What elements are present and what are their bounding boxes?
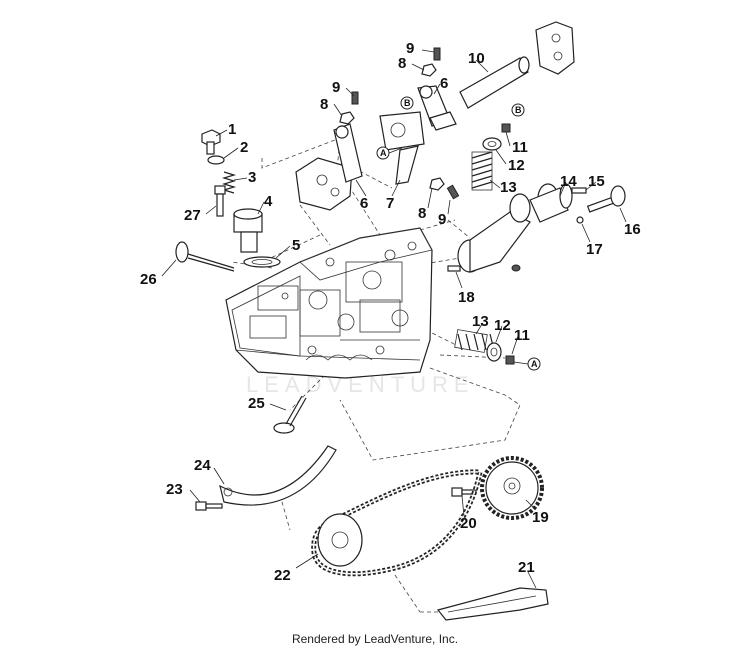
- callout-5: 5: [292, 237, 300, 254]
- callout-3: 3: [248, 169, 256, 186]
- part-1-bolt: [201, 129, 221, 155]
- callout-8-lower: 8: [418, 205, 426, 222]
- callout-4: 4: [264, 193, 273, 210]
- callout-7: 7: [386, 195, 394, 212]
- part-15-pin: [571, 187, 587, 194]
- callout-14: 14: [560, 173, 577, 190]
- part-5-gasket: [243, 256, 281, 268]
- part-14-camshaft: [457, 183, 573, 273]
- rocker-bracket-right: [535, 21, 575, 75]
- callout-12-top: 12: [508, 157, 525, 174]
- svg-text:B: B: [515, 105, 522, 115]
- part-26-valve: [175, 241, 235, 272]
- part-19-sprocket: [480, 456, 544, 520]
- callouts: 1 2 3 4 5 27 26 25 9 8 10 9 8 6 6 7 8 9 …: [140, 40, 641, 584]
- part-10-shaft: [459, 56, 530, 109]
- callout-15: 15: [588, 173, 605, 190]
- part-16-shaft: [586, 185, 626, 213]
- part-12-retainer-top: [482, 137, 502, 151]
- callout-9-lower: 9: [438, 211, 446, 228]
- cylinder-head: [225, 227, 433, 379]
- part-6-rocker-arm-left: [333, 123, 363, 183]
- part-21-chain-guide: [436, 587, 549, 621]
- callout-23: 23: [166, 481, 183, 498]
- callout-6-lower: 6: [360, 195, 368, 212]
- part-4-tensioner: [233, 208, 263, 253]
- rocker-bracket-left: [295, 157, 353, 211]
- callout-11-top: 11: [512, 139, 528, 156]
- part-2-washer: [207, 155, 225, 165]
- credit-text: Rendered by LeadVenture, Inc.: [291, 632, 459, 646]
- callout-6-top: 6: [440, 75, 448, 92]
- part-11-keepers-lower: [505, 355, 515, 365]
- callout-17: 17: [586, 241, 603, 258]
- part-27-bolt: [214, 185, 226, 217]
- callout-22: 22: [274, 567, 291, 584]
- reference-b-top: B: [400, 96, 414, 110]
- callout-25: 25: [248, 395, 265, 412]
- callout-26: 26: [140, 271, 157, 288]
- part-13-spring-lower: [454, 329, 495, 353]
- part-20-bolt: [451, 487, 477, 497]
- svg-text:A: A: [380, 148, 387, 158]
- part-22-timing-chain: [311, 469, 484, 577]
- callout-13-lower: 13: [472, 313, 489, 330]
- reference-b-right: B: [511, 103, 525, 117]
- callout-13-top: 13: [500, 179, 517, 196]
- callout-10: 10: [468, 50, 485, 67]
- callout-11-lower: 11: [514, 327, 530, 344]
- callout-16: 16: [624, 221, 641, 238]
- part-9-adjuster-top: [433, 47, 441, 61]
- part-17-clip: [576, 216, 584, 224]
- callout-20: 20: [460, 515, 477, 532]
- part-25-valve: [273, 395, 307, 434]
- part-9-adjuster-lower: [446, 184, 460, 200]
- part-8-nut-lower: [429, 177, 445, 191]
- part-3-spring: [221, 171, 237, 194]
- part-8-nut-top: [421, 63, 437, 77]
- callout-9-left: 9: [332, 79, 340, 96]
- callout-19: 19: [532, 509, 549, 526]
- part-24-chain-guide: [219, 445, 337, 506]
- callout-1: 1: [228, 121, 236, 138]
- callout-8-top: 8: [398, 55, 406, 72]
- part-23-bolt: [195, 501, 223, 511]
- part-6-rocker-arm-right: [417, 85, 457, 131]
- part-9-adjuster-left: [351, 91, 359, 105]
- callout-9-top: 9: [406, 40, 414, 57]
- callout-18: 18: [458, 289, 475, 306]
- callout-24: 24: [194, 457, 211, 474]
- part-7-rocker-arm: [379, 111, 425, 185]
- reference-a-lower: A: [527, 357, 541, 371]
- callout-2: 2: [240, 139, 248, 156]
- part-13-spring-top: [471, 151, 493, 191]
- svg-text:A: A: [531, 359, 538, 369]
- callout-12-lower: 12: [494, 317, 511, 334]
- callout-21: 21: [518, 559, 535, 576]
- part-12-retainer-lower: [486, 342, 502, 362]
- part-18-pin: [447, 265, 461, 272]
- callout-27: 27: [184, 207, 201, 224]
- part-8-nut-left: [339, 111, 355, 125]
- reference-a-middle: A: [376, 146, 390, 160]
- part-11-keepers-top: [501, 123, 511, 133]
- svg-text:B: B: [404, 98, 411, 108]
- callout-8-left: 8: [320, 96, 328, 113]
- leader-lines: [161, 49, 627, 589]
